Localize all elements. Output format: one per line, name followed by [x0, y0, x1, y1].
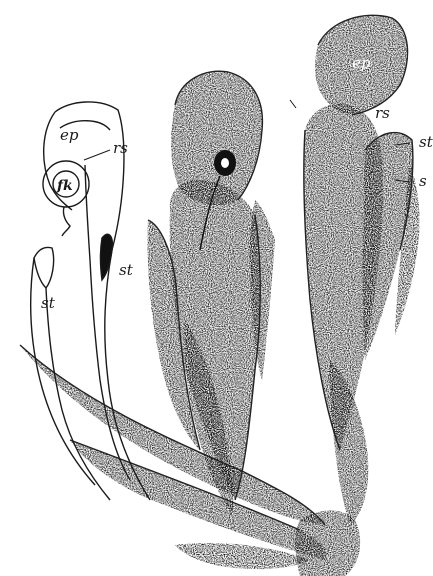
label-st-edge: st — [419, 133, 433, 151]
label-ep-left: ep — [60, 126, 79, 144]
label-st-right: st — [119, 261, 134, 279]
label-rs-left: rs — [113, 139, 128, 157]
label-st-left: st — [41, 294, 56, 312]
left-style — [34, 247, 54, 288]
stippled-structures — [20, 15, 420, 576]
label-ep-right: ep — [352, 54, 371, 72]
middle-style — [101, 234, 113, 280]
label-fk: fk — [56, 178, 73, 194]
label-s-edge: s — [419, 172, 427, 190]
label-rs-right: rs — [375, 104, 390, 122]
